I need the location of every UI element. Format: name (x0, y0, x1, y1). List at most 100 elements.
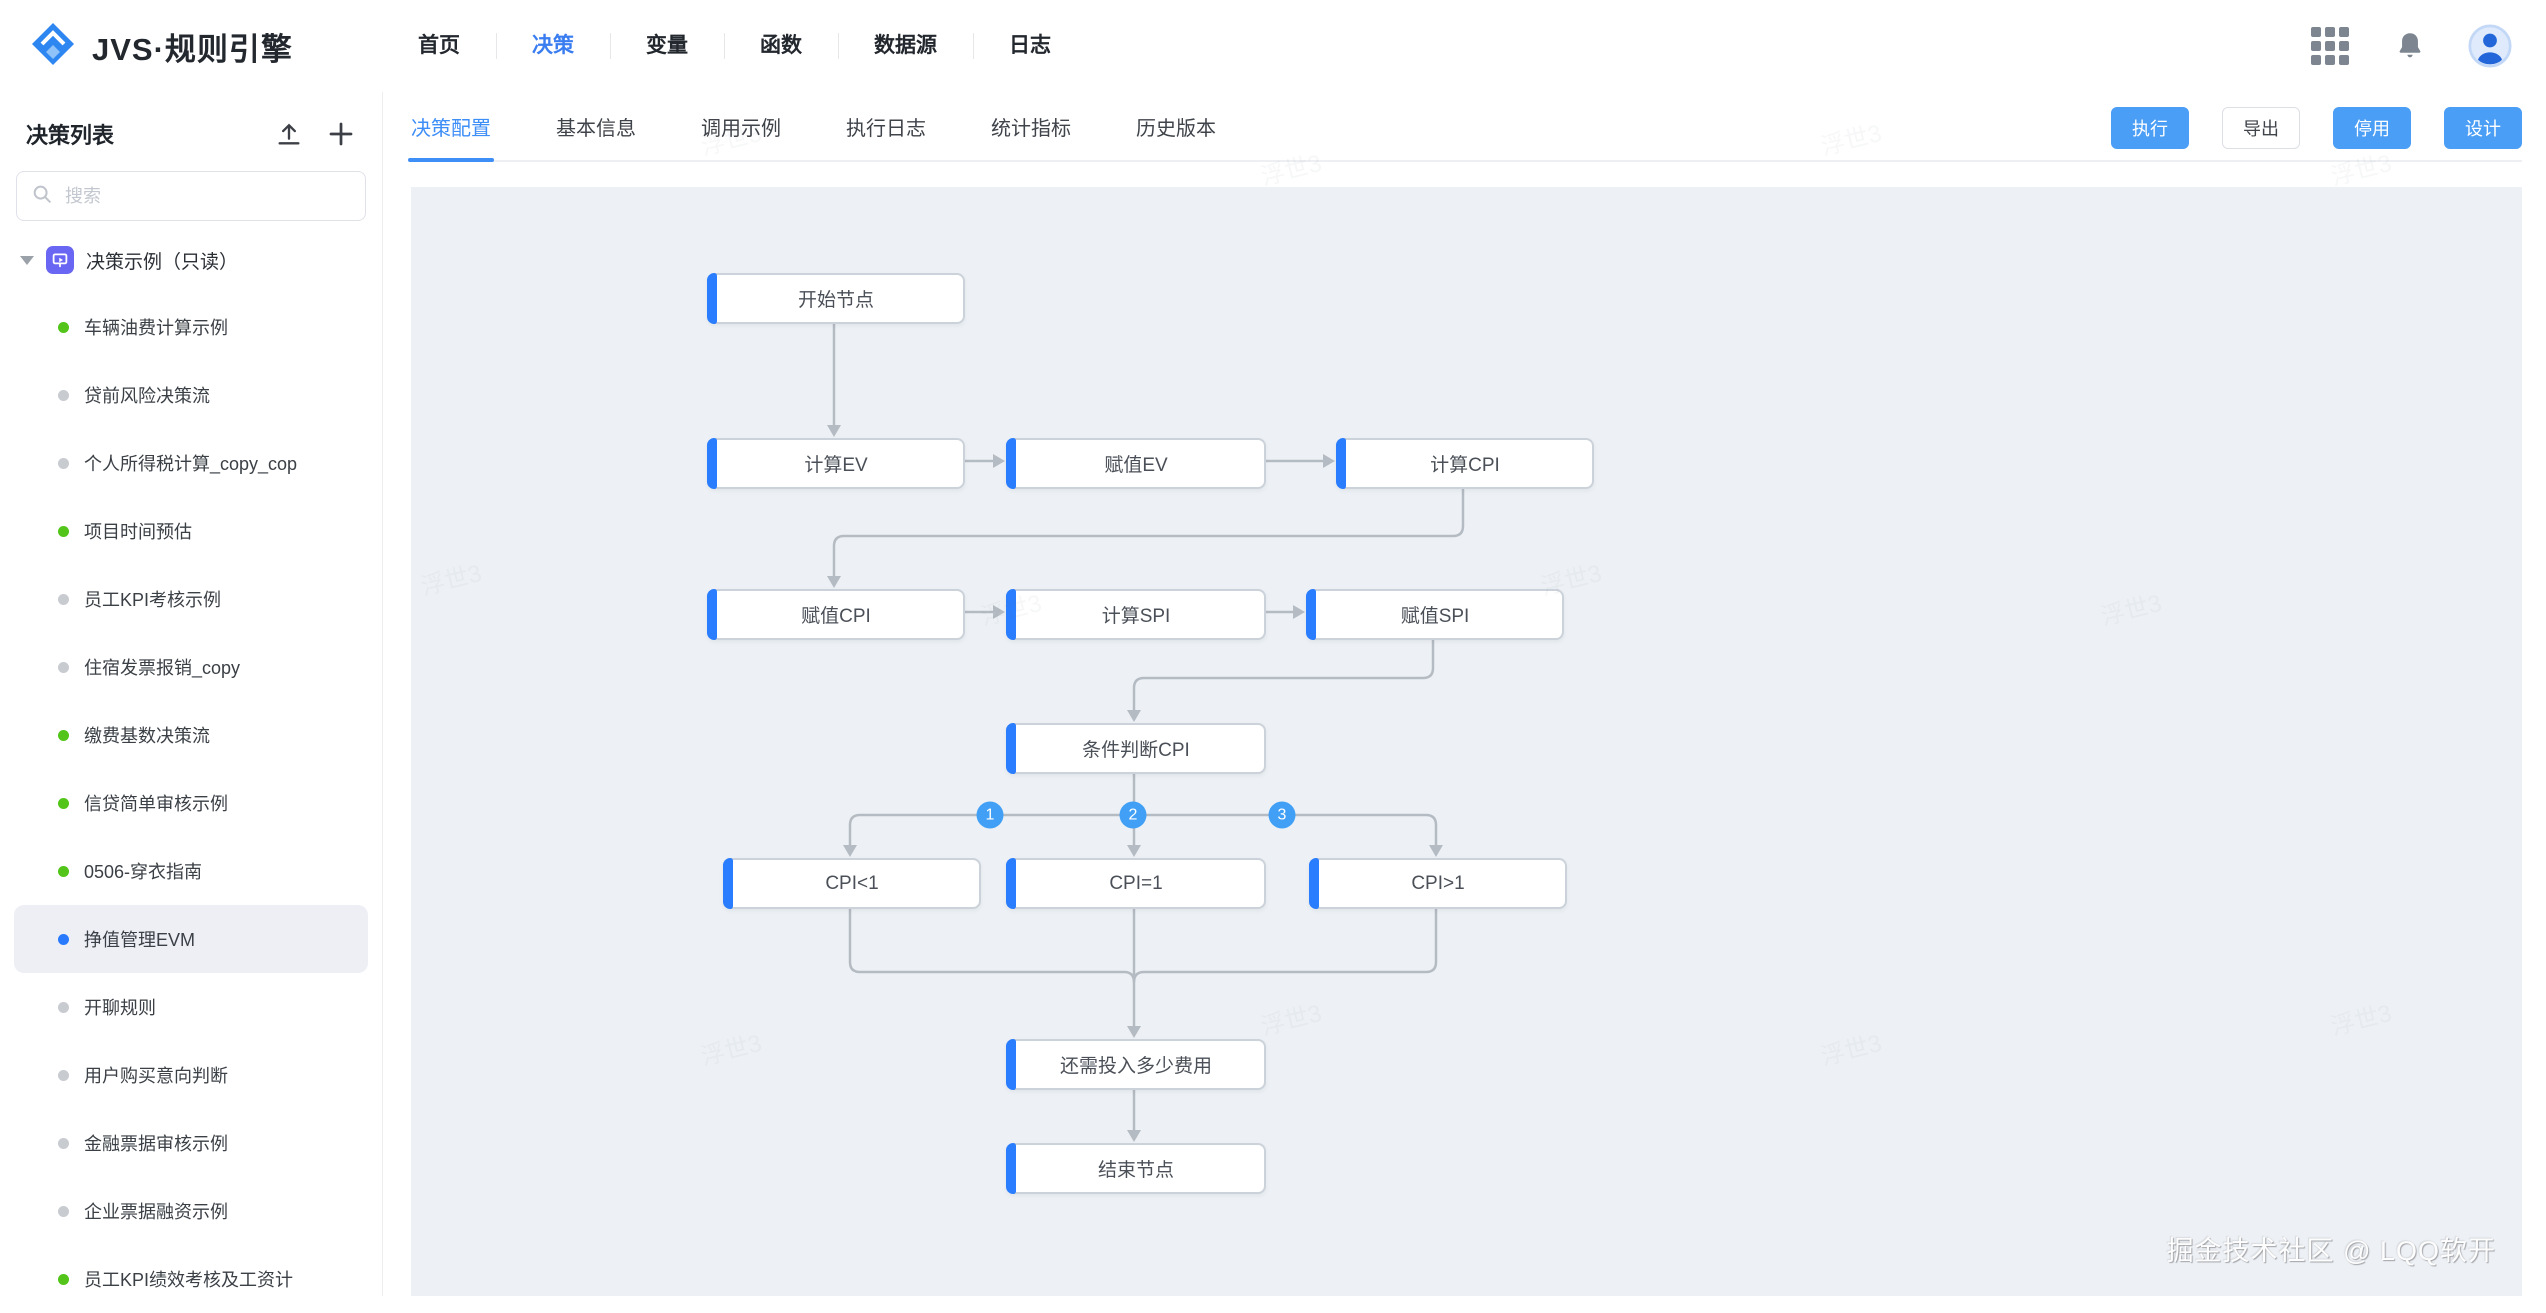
sidebar-tools (274, 119, 356, 149)
grid-glyph (2311, 27, 2349, 65)
button-导出[interactable]: 导出 (2222, 107, 2300, 149)
flow-node-label: CPI=1 (1109, 872, 1163, 894)
flow-node-cpi-lt-1[interactable]: CPI<1 (723, 858, 981, 909)
tree-root-decision-examples[interactable]: 决策示例（只读） (0, 243, 382, 277)
branch-order-badge[interactable]: 1 (976, 801, 1004, 829)
button-停用[interactable]: 停用 (2333, 107, 2411, 149)
status-dot (58, 1069, 69, 1081)
sidebar-item-信贷简单审核示例[interactable]: 信贷简单审核示例 (14, 769, 368, 837)
tab-执行日志[interactable]: 执行日志 (846, 118, 926, 140)
tab-基本信息[interactable]: 基本信息 (556, 118, 636, 140)
sidebar-item-员工KPI绩效考核及工资计[interactable]: 员工KPI绩效考核及工资计 (14, 1245, 368, 1313)
flow-node-calc-ev[interactable]: 计算EV (707, 438, 965, 489)
sidebar-item-金融票据审核示例[interactable]: 金融票据审核示例 (14, 1109, 368, 1177)
button-设计[interactable]: 设计 (2444, 107, 2522, 149)
list-item-label: 金融票据审核示例 (84, 1134, 228, 1154)
nav-item-决策[interactable]: 决策 (496, 0, 610, 92)
user-avatar[interactable] (2468, 24, 2512, 68)
flow-node-cpi-gt-1[interactable]: CPI>1 (1309, 858, 1567, 909)
nav-item-变量[interactable]: 变量 (610, 0, 724, 92)
flow-node-label: CPI>1 (1411, 872, 1465, 894)
tab-统计指标[interactable]: 统计指标 (991, 118, 1071, 140)
search-input[interactable] (63, 184, 351, 208)
flow-node-label: 计算CPI (1430, 455, 1500, 476)
sidebar-item-员工KPI考核示例[interactable]: 员工KPI考核示例 (14, 565, 368, 633)
status-dot (58, 1205, 69, 1217)
tree-root-label: 决策示例（只读） (86, 251, 239, 273)
flow-edges (827, 320, 1465, 1142)
nav-item-数据源[interactable]: 数据源 (838, 0, 973, 92)
sidebar-item-企业票据融资示例[interactable]: 企业票据融资示例 (14, 1177, 368, 1245)
status-dot (58, 1137, 69, 1149)
flow-node-cpi-eq-1[interactable]: CPI=1 (1006, 858, 1266, 909)
list-item-label: 车辆油费计算示例 (84, 318, 228, 338)
status-dot (58, 593, 69, 605)
nav-item-函数[interactable]: 函数 (724, 0, 838, 92)
decision-group-icon (46, 246, 74, 274)
status-dot (58, 661, 69, 673)
sidebar-item-挣值管理EVM[interactable]: 挣值管理EVM (14, 905, 368, 973)
status-dot (58, 933, 69, 945)
list-item-label: 企业票据融资示例 (84, 1202, 228, 1222)
status-dot (58, 729, 69, 741)
status-dot (58, 457, 69, 469)
flow-node-label: 计算EV (804, 455, 868, 476)
flow-node-cond-cpi[interactable]: 条件判断CPI (1006, 723, 1266, 774)
sidebar-item-缴费基数决策流[interactable]: 缴费基数决策流 (14, 701, 368, 769)
flow-node-assign-cpi[interactable]: 赋值CPI (707, 589, 965, 640)
flow-node-label: 赋值SPI (1400, 606, 1470, 627)
search-icon (31, 183, 53, 210)
flow-node-calc-cpi[interactable]: 计算CPI (1336, 438, 1594, 489)
nav-item-日志[interactable]: 日志 (973, 0, 1087, 92)
list-item-label: 挣值管理EVM (84, 930, 196, 950)
nav-item-首页[interactable]: 首页 (418, 34, 460, 57)
sidebar-item-贷前风险决策流[interactable]: 贷前风险决策流 (14, 361, 368, 429)
flow-node-assign-ev[interactable]: 赋值EV (1006, 438, 1266, 489)
list-item-label: 缴费基数决策流 (84, 726, 210, 746)
chevron-down-icon[interactable] (20, 255, 34, 265)
bell-icon[interactable] (2388, 24, 2432, 68)
flow-node-label: CPI<1 (825, 872, 879, 894)
list-item-label: 员工KPI绩效考核及工资计 (84, 1270, 294, 1290)
tab-决策配置[interactable]: 决策配置 (408, 98, 494, 162)
flow-node-end[interactable]: 结束节点 (1006, 1143, 1266, 1194)
app-title: JVS·规则引擎 (92, 31, 293, 67)
decision-list: 车辆油费计算示例 贷前风险决策流 个人所得税计算_copy_cop 项目时间预估… (0, 293, 382, 1313)
tab-历史版本[interactable]: 历史版本 (1136, 118, 1216, 140)
branch-order-badge[interactable]: 3 (1268, 801, 1296, 829)
flow-node-calc-spi[interactable]: 计算SPI (1006, 589, 1266, 640)
flow-node-label: 还需投入多少费用 (1059, 1056, 1212, 1077)
sidebar-item-用户购买意向判断[interactable]: 用户购买意向判断 (14, 1041, 368, 1109)
button-执行[interactable]: 执行 (2111, 107, 2189, 149)
add-icon[interactable] (326, 119, 356, 149)
sidebar-item-0506-穿衣指南[interactable]: 0506-穿衣指南 (14, 837, 368, 905)
sidebar-item-住宿发票报销_copy[interactable]: 住宿发票报销_copy (14, 633, 368, 701)
sidebar-item-个人所得税计算_copy_cop[interactable]: 个人所得税计算_copy_cop (14, 429, 368, 497)
flow-node-start[interactable]: 开始节点 (707, 273, 965, 324)
tab-调用示例[interactable]: 调用示例 (701, 118, 781, 140)
action-buttons: 执行导出停用设计 (2111, 107, 2522, 149)
flow-node-need-cost[interactable]: 还需投入多少费用 (1006, 1039, 1266, 1090)
flow-node-assign-spi[interactable]: 赋值SPI (1306, 589, 1564, 640)
flow-node-label: 赋值CPI (801, 606, 871, 627)
status-dot (58, 1001, 69, 1013)
logo-diamond-icon (30, 21, 76, 72)
top-navbar: JVS·规则引擎 首页 决策变量函数数据源日志 (0, 0, 2546, 92)
main-nav: 首页 决策变量函数数据源日志 (382, 0, 1087, 92)
sidebar-item-车辆油费计算示例[interactable]: 车辆油费计算示例 (14, 293, 368, 361)
flow-node-label: 计算SPI (1101, 606, 1171, 627)
status-dot (58, 321, 69, 333)
sidebar-item-开聊规则[interactable]: 开聊规则 (14, 973, 368, 1041)
list-item-label: 信贷简单审核示例 (84, 794, 228, 814)
apps-grid-icon[interactable] (2308, 24, 2352, 68)
list-item-label: 项目时间预估 (84, 522, 192, 542)
sidebar-item-项目时间预估[interactable]: 项目时间预估 (14, 497, 368, 565)
branch-order-badge[interactable]: 2 (1119, 801, 1147, 829)
list-item-label: 用户购买意向判断 (84, 1066, 228, 1086)
status-dot (58, 1273, 69, 1285)
sidebar-header: 决策列表 (0, 92, 382, 150)
flow-node-label: 条件判断CPI (1082, 740, 1190, 761)
status-dot (58, 865, 69, 877)
import-icon[interactable] (274, 119, 304, 149)
